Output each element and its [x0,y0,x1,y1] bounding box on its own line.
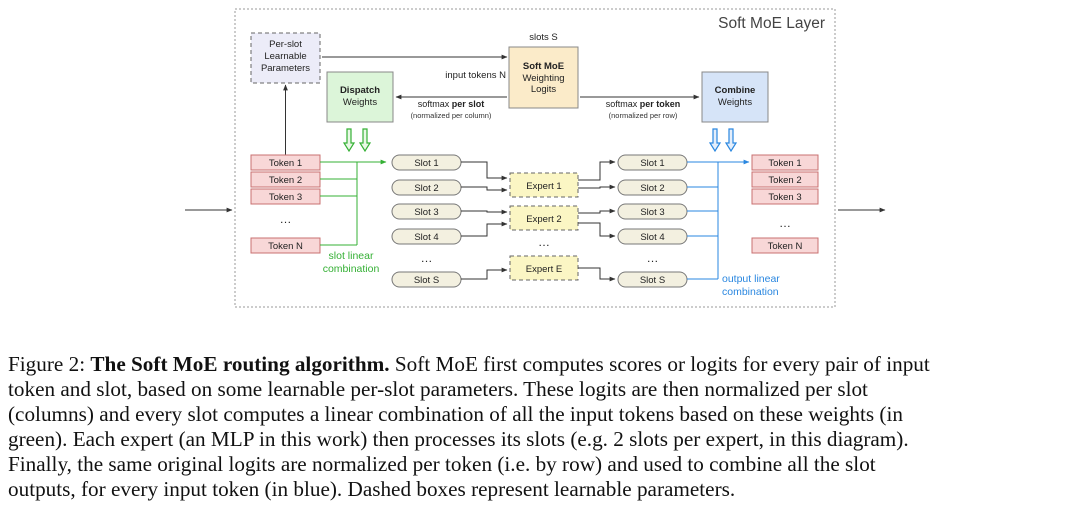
expert-1: Expert 1 [509,172,579,198]
output-linear-label-line1: output linear [722,273,780,285]
dispatch-wiring [320,159,387,246]
combine-box-line1: Weights [718,97,752,108]
output-token-1-label: Token 1 [768,158,801,169]
caption-line-3: (columns) and every slot computes a line… [8,402,903,426]
combine-slot-s: Slot S [617,271,688,288]
input-token-2-label: Token 2 [269,175,302,186]
dispatch-box-title: Dispatch [340,85,380,96]
input-token-n-label: Token N [268,241,303,252]
dispatch-slot-1-label: Slot 1 [414,158,438,169]
combine-slot-2-label: Slot 2 [640,183,664,194]
logits-box-line2: Logits [531,84,557,95]
dispatch-slot-2-label: Slot 2 [414,183,438,194]
slot-linear-label-line1: slot linear [329,250,374,262]
softmax-slot-note: (normalized per column) [411,111,492,120]
output-token-2-label: Token 2 [768,175,801,186]
input-tokens-label: input tokens N [445,70,506,81]
expert-e: Expert E [509,255,579,281]
output-token-ellipsis: … [779,216,791,230]
dispatch-slot-4: Slot 4 [391,228,462,245]
input-token-n: Token N [250,237,321,254]
expert-1-label: Expert 1 [526,181,561,192]
dispatch-slot-4-label: Slot 4 [414,232,438,243]
params-box [250,32,321,84]
combine-slot-4: Slot 4 [617,228,688,245]
slots-label: slots S [529,32,558,43]
params-box-line1: Per-slot [269,39,302,50]
dispatch-slot-2: Slot 2 [391,179,462,196]
dispatch-slot-1: Slot 1 [391,154,462,171]
combine-slot-1-label: Slot 1 [640,158,664,169]
caption-line-1: Figure 2: The Soft MoE routing algorithm… [8,352,1074,377]
logits-box-title: Soft MoE [523,61,564,72]
combine-slot-4-label: Slot 4 [640,232,664,243]
combine-down-arrow-2 [724,128,738,153]
expert-ellipsis: … [538,235,550,249]
slot-linear-label-line2: combination [323,263,380,275]
dispatch-down-arrow-2 [358,128,372,153]
dispatch-slot-s-label: Slot S [414,275,439,286]
input-token-1-label: Token 1 [269,158,302,169]
softmax-slot-label: softmax per slot [418,99,485,109]
caption-line-6: outputs, for every input token (in blue)… [8,477,736,501]
slot-to-expert-wiring [461,161,508,280]
output-linear-label-line2: combination [722,286,779,298]
caption-line-2: token and slot, based on some learnable … [8,377,868,401]
input-token-3: Token 3 [250,188,321,205]
softmax-token-label: softmax per token [606,99,681,109]
output-token-2: Token 2 [751,171,819,188]
softmax-token-prefix: softmax [606,99,640,109]
output-token-1: Token 1 [751,154,819,171]
params-box-line3: Parameters [261,63,310,74]
caption-line-1-rest: Soft MoE first computes scores or logits… [389,352,930,376]
input-token-ellipsis: … [280,212,292,226]
dispatch-slot-3-label: Slot 3 [414,207,438,218]
layer-title: Soft MoE Layer [718,15,825,32]
dispatch-slot-3: Slot 3 [391,203,462,220]
softmax-slot-bold: per slot [452,99,485,109]
combine-slot-2: Slot 2 [617,179,688,196]
logits-box-line1: Weighting [522,73,564,84]
dispatch-slot-ellipsis: … [421,251,433,265]
dispatch-down-arrow-1 [342,128,356,153]
input-token-2: Token 2 [250,171,321,188]
caption-title: The Soft MoE routing algorithm. [90,352,390,376]
input-token-3-label: Token 3 [269,192,302,203]
params-box-line2: Learnable [264,51,306,62]
combine-weights-box [701,71,769,123]
caption-line-4: green). Each expert (an MLP in this work… [8,427,909,451]
figure-caption: Figure 2: The Soft MoE routing algorithm… [8,352,1074,502]
dispatch-slot-s: Slot S [391,271,462,288]
dispatch-box-line1: Weights [343,97,377,108]
expert-to-slot-wiring [578,159,616,282]
combine-slot-3-label: Slot 3 [640,207,664,218]
softmax-slot-prefix: softmax [418,99,452,109]
input-token-1: Token 1 [250,154,321,171]
output-token-n: Token N [751,237,819,254]
logits-box [508,46,579,109]
combine-down-arrow-1 [708,128,722,153]
output-token-n-label: Token N [768,241,803,252]
softmax-token-bold: per token [640,99,681,109]
combine-slot-3: Slot 3 [617,203,688,220]
caption-line-5: Finally, the same original logits are no… [8,452,876,476]
expert-e-label: Expert E [526,264,562,275]
soft-moe-layer-frame [234,8,836,308]
combine-box-title: Combine [715,85,756,96]
combine-slot-1: Slot 1 [617,154,688,171]
output-token-3-label: Token 3 [768,192,801,203]
combine-wiring [687,159,750,280]
expert-2: Expert 2 [509,205,579,231]
combine-slot-s-label: Slot S [640,275,665,286]
softmax-token-note: (normalized per row) [609,111,678,120]
expert-2-label: Expert 2 [526,214,561,225]
dispatch-weights-box [326,71,394,123]
caption-figure-label: Figure 2: [8,352,91,376]
combine-slot-ellipsis: … [647,251,659,265]
output-token-3: Token 3 [751,188,819,205]
